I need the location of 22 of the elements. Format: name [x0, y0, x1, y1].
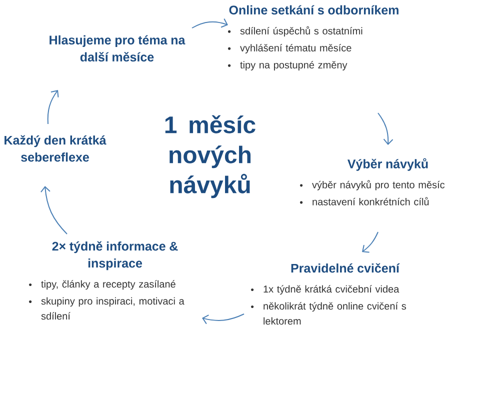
step-heading: Každý den krátká sebereflexe	[4, 135, 106, 162]
bullet-item: 1x týdně krátká cvičební videa	[251, 285, 400, 295]
step-heading: Online setkání s odborníkem	[229, 5, 398, 14]
step-heading: Pravidelné cvičení	[291, 263, 400, 273]
bullet-item: skupiny pro inspiraci, motivaci a sdílení	[29, 297, 184, 320]
curved-arrow	[202, 314, 244, 324]
curved-arrow	[40, 186, 68, 234]
center-title: 1 měsíc nových návyků	[165, 115, 256, 198]
bullet-item: tipy, články a recepty zasílané	[29, 280, 176, 290]
curved-arrow	[192, 18, 228, 28]
step-heading: Hlasujeme pro téma na další měsíce	[50, 35, 186, 62]
bullet-item: nastavení konkrétních cílů	[300, 197, 429, 206]
step-heading: Výběr návyků	[348, 158, 428, 171]
bullet-item: několikrát týdně online cvičení s lektorem	[251, 302, 406, 325]
curved-arrow	[47, 90, 59, 124]
curved-arrow	[378, 112, 394, 145]
bullet-item: tipy na postupné změny	[228, 61, 348, 70]
bullet-item: sdílení úspěchů s ostatními	[228, 26, 362, 36]
curved-arrow	[362, 232, 378, 253]
bullet-item: výběr návyků pro tento měsíc	[300, 180, 445, 190]
step-heading: 2× týdně informace & inspirace	[52, 241, 178, 270]
bullet-item: vyhlášení tématu měsíce	[228, 44, 352, 54]
